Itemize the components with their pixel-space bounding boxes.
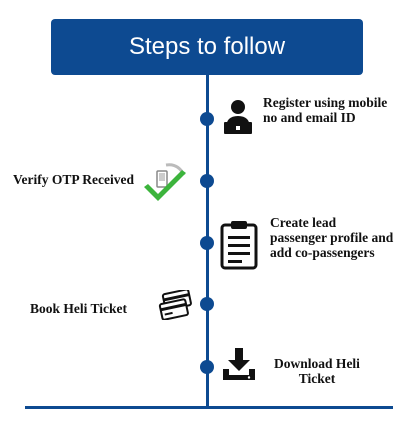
timeline-dot-register [200,112,214,126]
step-book-label: Book Heli Ticket [30,301,128,316]
steps-title: Steps to follow [51,19,363,75]
step-register-label: Register using mobile no and email ID [263,95,388,125]
timeline-baseline [25,406,393,409]
timeline-dot-download [200,360,214,374]
credit-cards-icon [158,290,192,320]
download-icon [223,348,255,380]
step-profile-label: Create lead passenger profile and add co… [270,215,394,260]
step-verify-label: Verify OTP Received [13,172,134,187]
timeline-dot-profile [200,236,214,250]
phone-checkmark-icon [144,163,186,201]
user-laptop-icon [224,100,252,134]
timeline-dot-verify [200,174,214,188]
clipboard-icon [220,221,258,270]
step-download-label: Download Heli Ticket [274,356,360,386]
timeline-dot-book [200,297,214,311]
